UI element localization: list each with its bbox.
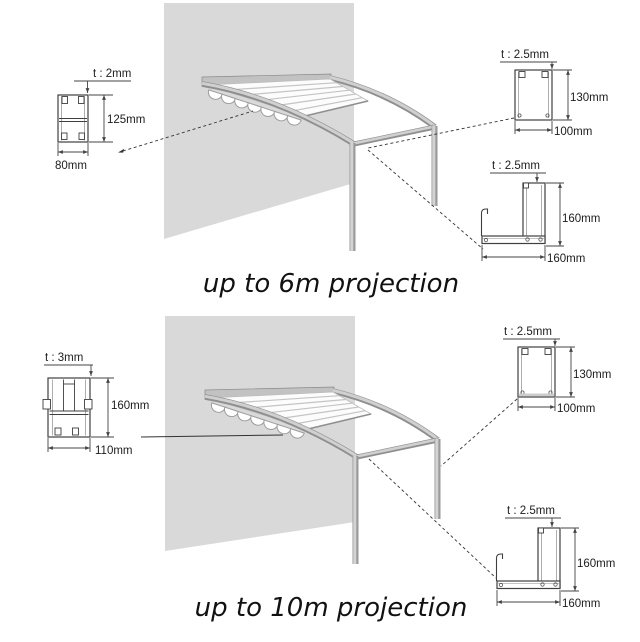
wall-profile-height-label: 125mm xyxy=(107,114,145,126)
gutter-profile-width-label: 160mm xyxy=(562,598,600,610)
post-profile-shading xyxy=(519,393,554,397)
post-profile-height-label: 130mm xyxy=(570,92,608,104)
wall-profile-width-label: 110mm xyxy=(95,445,133,457)
leader-line-gutter-profile xyxy=(367,149,484,250)
post-profile-height-label: 130mm xyxy=(573,369,611,381)
leader-line-post-profile xyxy=(367,117,515,149)
gutter-profile-thickness-label: t : 2.5mm xyxy=(492,160,540,172)
gutter-profile-height-label: 160mm xyxy=(577,558,615,570)
gutter-profile-width-label: 160mm xyxy=(547,253,585,265)
post-profile-thickness-label: t : 2.5mm xyxy=(504,326,552,338)
wall-panel xyxy=(164,3,354,239)
section-10m: t : 3mm 160mm 110mm t : 2.5mm 130mm 100m… xyxy=(42,316,615,623)
post-profile-thickness-label: t : 2.5mm xyxy=(501,49,549,61)
wall-profile-thickness-label: t : 2mm xyxy=(93,68,131,80)
section-caption-10m: up to 10m projection xyxy=(195,593,468,623)
post-profile-drawing xyxy=(503,339,575,411)
section-6m: t : 2mm 125mm 80mm t : 2.5mm 130mm 100mm… xyxy=(55,3,608,299)
gutter-profile-drawing xyxy=(497,518,580,606)
gutter-profile-thickness-label: t : 2.5mm xyxy=(507,505,555,517)
leader-line-wall-profile xyxy=(122,110,254,152)
wall-profile-thickness-label: t : 3mm xyxy=(45,352,83,364)
wall-profile-drawing xyxy=(57,80,131,156)
post-profile-width-label: 100mm xyxy=(557,403,595,415)
wall-panel xyxy=(165,316,355,551)
gutter-profile-height-label: 160mm xyxy=(562,213,600,225)
gutter-profile-drawing xyxy=(482,173,565,261)
wall-profile-drawing xyxy=(42,364,114,452)
post-profile-width-label: 100mm xyxy=(554,126,592,138)
wall-profile-width-label: 80mm xyxy=(55,160,87,172)
section-caption-6m: up to 6m projection xyxy=(203,269,459,299)
leader-line-post-profile xyxy=(440,398,518,467)
wall-profile-height-label: 160mm xyxy=(111,400,149,412)
post-profile-drawing xyxy=(500,62,572,134)
leader-arrow xyxy=(118,148,125,153)
leader-line-wall-profile xyxy=(140,434,284,438)
leader-line-gutter-profile xyxy=(368,458,497,579)
